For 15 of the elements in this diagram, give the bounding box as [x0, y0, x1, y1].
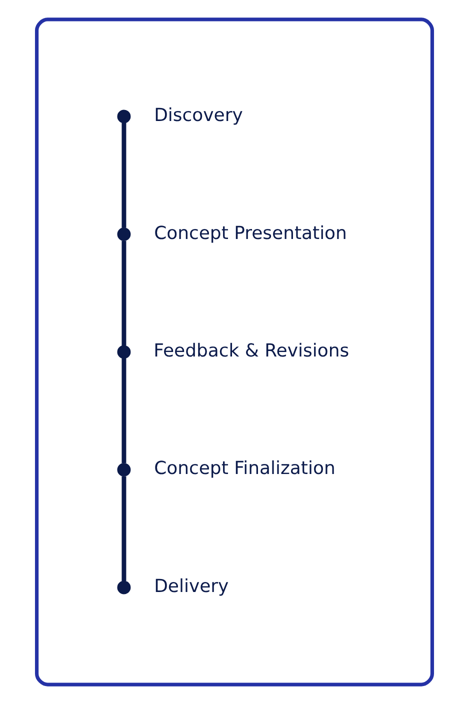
node-label: Feedback & Revisions — [153, 340, 349, 362]
node-label: Delivery — [154, 576, 228, 597]
node-circle — [116, 463, 130, 476]
connector — [121, 476, 126, 582]
connector — [121, 240, 126, 346]
node-label: Concept Finalization — [154, 458, 335, 480]
node-label: Discovery — [154, 105, 242, 126]
connector — [121, 123, 126, 228]
connector — [121, 358, 126, 464]
cluster — [34, 18, 434, 686]
node-label: Concept Presentation — [154, 222, 346, 244]
node-circle — [116, 228, 130, 241]
node-circle — [116, 110, 130, 124]
node-circle — [116, 345, 130, 359]
node-circle — [116, 580, 130, 594]
